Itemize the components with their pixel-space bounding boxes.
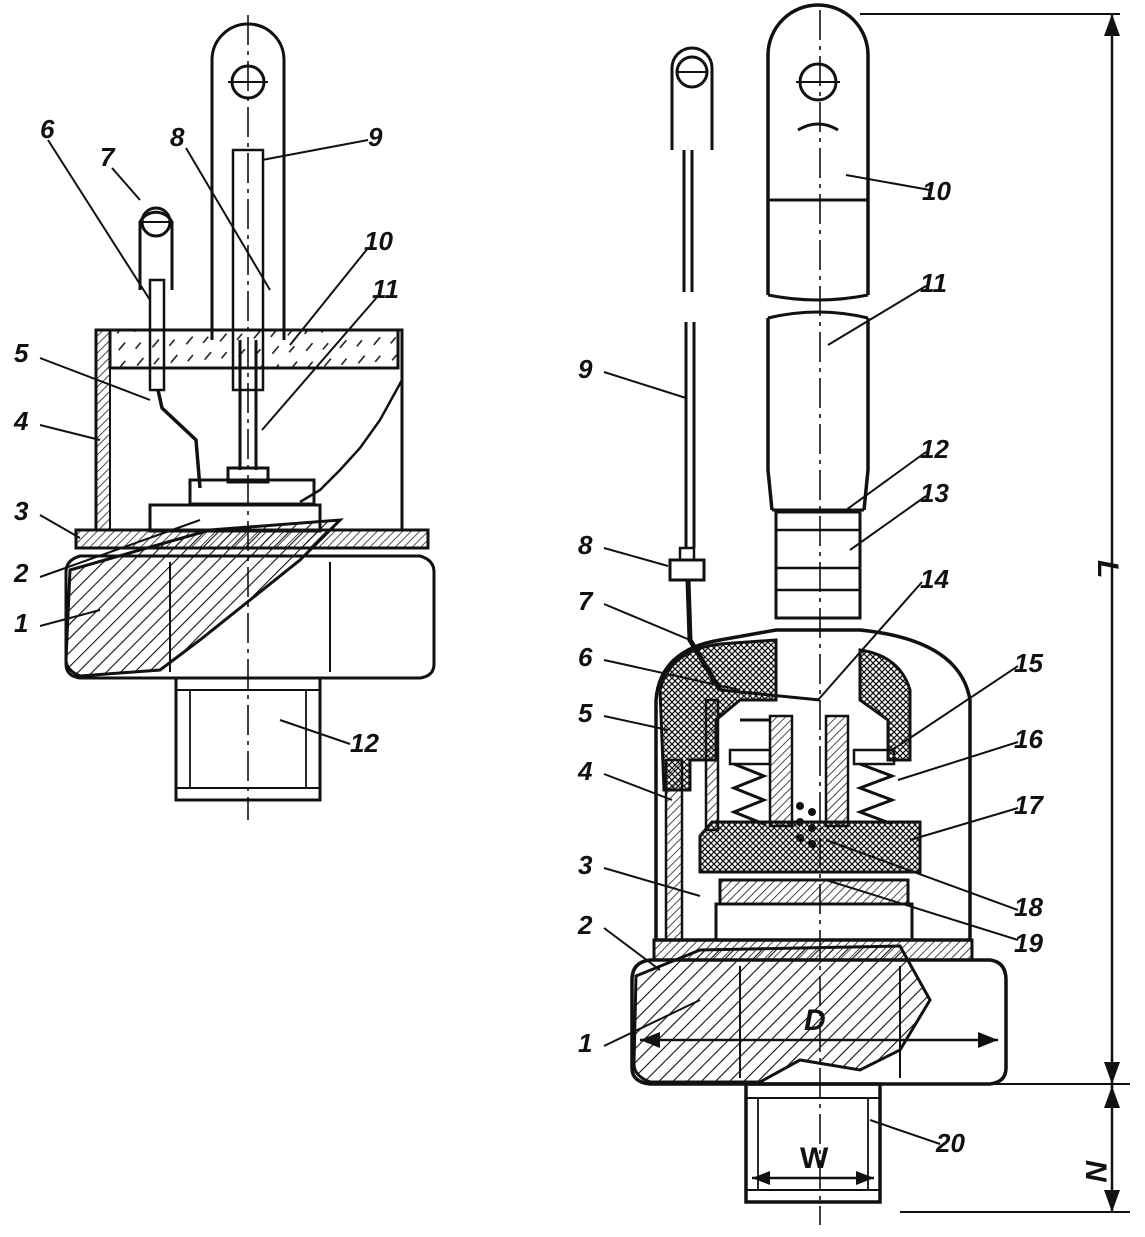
right-label-3: 3 xyxy=(578,850,593,880)
right-view: 9 8 7 6 5 4 3 2 1 10 11 12 13 14 15 16 1… xyxy=(577,3,1130,1225)
right-label-13: 13 xyxy=(920,478,949,508)
right-main-lead xyxy=(766,318,870,511)
right-label-11: 11 xyxy=(920,268,947,298)
right-hex-body xyxy=(630,958,1008,1086)
dimension-label-w: W xyxy=(800,1142,829,1175)
left-label-8: 8 xyxy=(170,122,185,152)
left-main-terminal xyxy=(210,22,286,340)
left-control-wire xyxy=(156,389,202,489)
right-label-19: 19 xyxy=(1014,928,1043,958)
left-label-6: 6 xyxy=(40,114,55,144)
right-sleeve xyxy=(774,510,862,620)
right-label-17: 17 xyxy=(1014,790,1044,820)
left-label-4: 4 xyxy=(13,406,29,436)
right-label-4: 4 xyxy=(577,756,593,786)
left-label-11: 11 xyxy=(372,274,399,304)
right-inner-spring xyxy=(796,802,816,848)
right-label-18: 18 xyxy=(1014,892,1043,922)
right-label-6: 6 xyxy=(578,642,593,672)
right-label-8: 8 xyxy=(578,530,593,560)
left-label-5: 5 xyxy=(14,338,29,368)
right-label-10: 10 xyxy=(922,176,951,206)
right-spring-right xyxy=(855,762,897,826)
left-label-1: 1 xyxy=(14,608,28,638)
right-label-12: 12 xyxy=(920,434,949,464)
left-label-9: 9 xyxy=(368,122,383,152)
dimension-label-n: N xyxy=(1079,1160,1112,1183)
right-housing xyxy=(654,628,972,942)
left-label-7: 7 xyxy=(100,142,116,172)
left-label-10: 10 xyxy=(364,226,393,256)
left-label-12: 12 xyxy=(350,728,379,758)
dimension-label-l: L xyxy=(1091,560,1124,578)
right-base-section xyxy=(632,944,932,1084)
left-base-section xyxy=(64,518,344,678)
dimension-label-d: D xyxy=(804,1004,826,1037)
left-hex-body xyxy=(64,554,436,680)
right-label-9: 9 xyxy=(578,354,593,384)
right-main-terminal xyxy=(766,3,870,295)
right-label-20: 20 xyxy=(935,1128,965,1158)
left-threaded-stud xyxy=(174,676,322,802)
right-threaded-stud xyxy=(744,1082,882,1204)
right-control-terminal xyxy=(670,46,714,150)
left-view: 6 7 8 9 10 11 5 4 3 2 1 12 xyxy=(13,15,436,820)
right-label-5: 5 xyxy=(578,698,593,728)
left-label-2: 2 xyxy=(13,558,29,588)
right-label-7: 7 xyxy=(578,586,594,616)
left-main-lead-shank xyxy=(231,148,265,392)
right-label-14: 14 xyxy=(920,564,949,594)
right-crystal xyxy=(718,878,910,906)
right-label-2: 2 xyxy=(577,910,593,940)
right-spring-left xyxy=(729,762,769,826)
right-label-15: 15 xyxy=(1014,648,1043,678)
right-label-16: 16 xyxy=(1014,724,1043,754)
left-glass-insulator xyxy=(108,328,400,370)
left-control-terminal xyxy=(138,210,174,290)
right-label-1: 1 xyxy=(578,1028,592,1058)
left-label-3: 3 xyxy=(14,496,29,526)
